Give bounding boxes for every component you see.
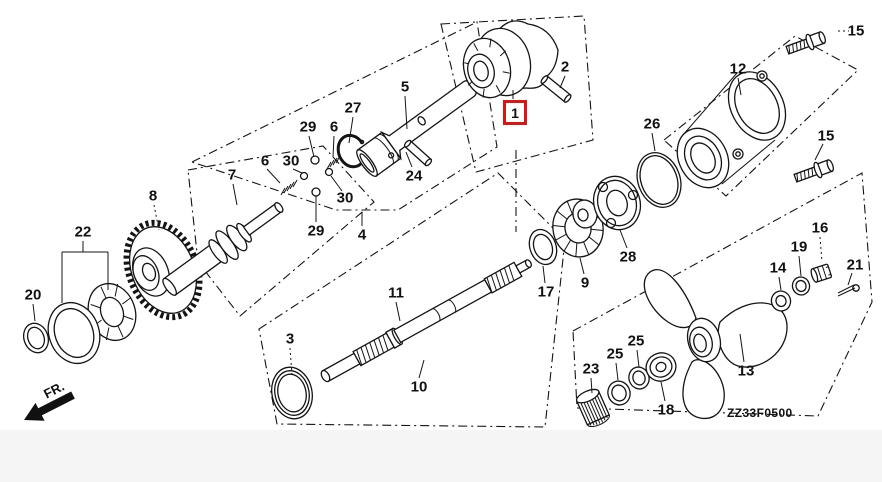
part-ref-18[interactable]: 18: [657, 401, 675, 419]
part-ref-22[interactable]: 22: [74, 223, 92, 241]
group-box-shifter-shaft: [190, 21, 498, 211]
part-ref-9[interactable]: 9: [580, 274, 590, 292]
part-22-taper-bearing: [47, 282, 137, 365]
part-ref-3[interactable]: 3: [285, 330, 295, 348]
part-ref-23[interactable]: 23: [582, 360, 600, 378]
part-ref-25[interactable]: 25: [606, 345, 624, 363]
part-ref-14[interactable]: 14: [769, 259, 787, 277]
part-13-propeller: [643, 269, 788, 419]
group-box-gear-shaft: [187, 145, 375, 317]
part-29-shim: [311, 187, 321, 197]
group-box-clutch: [440, 15, 594, 173]
part-ref-26[interactable]: 26: [643, 115, 661, 133]
selected-part-number: 1: [511, 104, 519, 121]
part-20-washer-ring: [22, 322, 50, 354]
group-box-propeller: [572, 172, 873, 417]
part-1-clutch-gear: [462, 20, 559, 99]
part-28-ball-bearing: [592, 175, 642, 231]
part-ref-2[interactable]: 2: [560, 58, 570, 76]
part-ref-7[interactable]: 7: [227, 166, 237, 184]
part-ref-30[interactable]: 30: [282, 152, 300, 170]
part-ref-8[interactable]: 8: [148, 187, 158, 205]
part-24-pin: [403, 139, 433, 167]
part-ref-19[interactable]: 19: [790, 238, 808, 256]
part-ref-17[interactable]: 17: [537, 283, 555, 301]
part-21-split-pin: [837, 284, 860, 297]
part-7-gear-shaft: [162, 202, 284, 296]
assembly-group-boxes: [187, 15, 873, 428]
part-ref-30[interactable]: 30: [336, 189, 354, 207]
part-ref-29[interactable]: 29: [307, 222, 325, 240]
part-25-washer: [607, 380, 631, 406]
part-17-thrust-washer: [528, 228, 558, 266]
part-2-pin: [540, 75, 572, 103]
part-ref-24[interactable]: 24: [405, 167, 423, 185]
part-30-ball: [299, 171, 309, 181]
part-15-bolt: [793, 159, 834, 183]
part-6-spring: [280, 179, 298, 196]
part-11-propeller-shaft: [320, 259, 532, 383]
part-ref-29[interactable]: 29: [299, 118, 317, 136]
part-23-spline-bushing: [575, 388, 611, 428]
part-16-castle-nut: [810, 263, 833, 283]
part-5-shifter-shaft: [356, 80, 477, 177]
part-29-shim: [310, 155, 320, 165]
part-12-shaft-holder: [676, 70, 787, 189]
part-ref-20[interactable]: 20: [24, 286, 42, 304]
part-ref-15[interactable]: 15: [817, 127, 835, 145]
bracket-22: [61, 241, 109, 303]
part-ref-15[interactable]: 15: [847, 22, 865, 40]
part-18-spacer: [645, 352, 677, 382]
part-6-spring: [326, 155, 341, 170]
part-15-bolt: [785, 31, 826, 55]
part-ref-5[interactable]: 5: [400, 78, 410, 96]
part-26-o-ring: [636, 152, 682, 208]
part-ref-11[interactable]: 11: [388, 284, 404, 302]
part-ref-28[interactable]: 28: [619, 248, 637, 266]
part-ref-12[interactable]: 12: [729, 60, 747, 78]
part-ref-6[interactable]: 6: [329, 118, 339, 136]
part-3-spring-ring: [271, 366, 313, 420]
part-9-bevel-gear: [552, 198, 604, 258]
part-ref-4[interactable]: 4: [357, 226, 367, 244]
part-ref-13[interactable]: 13: [737, 362, 755, 380]
part-ref-27[interactable]: 27: [344, 99, 362, 117]
part-ref-25[interactable]: 25: [627, 332, 645, 350]
part-ref-16[interactable]: 16: [811, 219, 829, 237]
selected-part-ref[interactable]: 1: [503, 100, 527, 125]
drawing-code: ZZ33F0500: [727, 406, 793, 420]
fr-direction-arrow: FR.: [24, 379, 75, 421]
part-ref-10[interactable]: 10: [410, 378, 428, 396]
part-ref-21[interactable]: 21: [846, 256, 864, 274]
part-ref-6[interactable]: 6: [260, 152, 270, 170]
footer-band: [0, 430, 882, 482]
part-19-washer: [791, 276, 811, 296]
leader-lines: [32, 30, 853, 402]
part-30-ball: [324, 167, 334, 177]
part-14-washer: [770, 290, 792, 312]
